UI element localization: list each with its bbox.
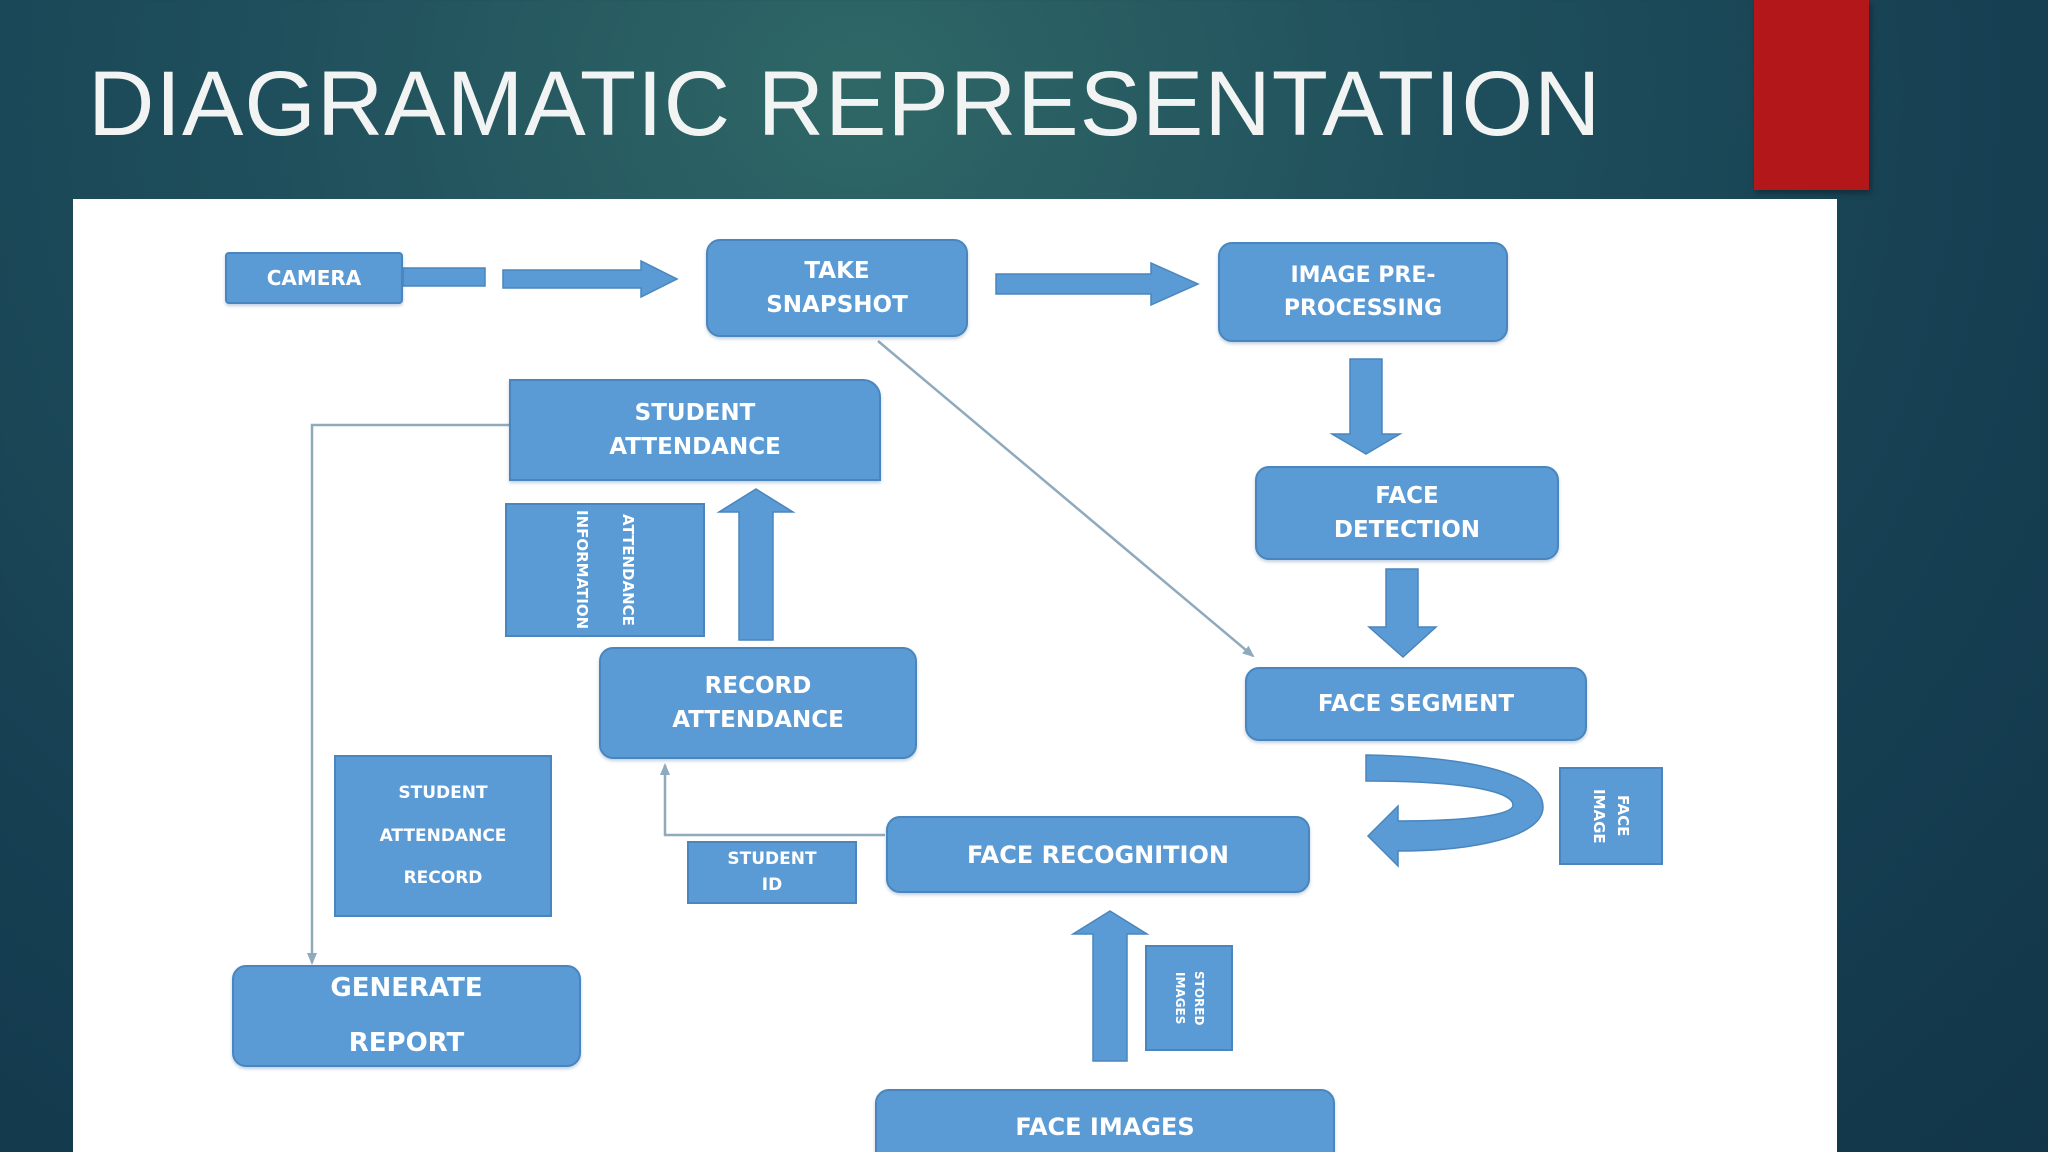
arrow-segment-to-recognition <box>1365 754 1544 868</box>
arrow-camera-to-snapshot <box>502 259 679 299</box>
take-snapshot-label: TAKE SNAPSHOT <box>766 257 908 319</box>
arrow-snapshot-to-preprocessing <box>995 261 1200 307</box>
student-attendance-record-box: STUDENT ATTENDANCE RECORD <box>334 755 552 917</box>
arrow-snapshot-to-segment <box>877 340 1255 658</box>
stored-images-text: STORED IMAGES <box>1173 970 1207 1026</box>
record-attendance-node: RECORD ATTENDANCE <box>599 647 917 759</box>
image-preprocessing-label: IMAGE PRE- PROCESSING <box>1283 263 1443 321</box>
camera-node: CAMERA <box>225 252 403 304</box>
take-snapshot-node: TAKE SNAPSHOT <box>706 239 968 337</box>
student-attendance-label: STUDENT ATTENDANCE <box>609 399 781 461</box>
arrow-faceimages-to-recognition <box>1070 910 1150 1062</box>
accent-bar <box>1754 0 1869 190</box>
information-text: INFORMATION <box>573 510 591 630</box>
diagram-canvas: CAMERA TAKE SNAPSHOT IMAGE PRE- PROCESSI… <box>73 199 1837 1152</box>
face-image-text: FACE IMAGE <box>1590 788 1632 844</box>
student-id-text: STUDENT ID <box>727 849 817 895</box>
camera-connector <box>402 267 486 287</box>
face-images-label: FACE IMAGES <box>1015 1113 1195 1141</box>
face-recognition-label: FACE RECOGNITION <box>967 840 1229 869</box>
face-segment-label: FACE SEGMENT <box>1317 690 1515 717</box>
camera-label: CAMERA <box>266 266 362 290</box>
face-image-box: FACE IMAGE <box>1559 767 1663 865</box>
student-id-box: STUDENT ID <box>687 841 857 904</box>
arrow-student-attendance-to-report <box>307 423 509 965</box>
image-preprocessing-node: IMAGE PRE- PROCESSING <box>1218 242 1508 342</box>
generate-report-label: GENERATE REPORT <box>330 973 483 1058</box>
arrow-recognition-to-record <box>660 763 885 837</box>
arrow-detection-to-segment <box>1367 568 1438 659</box>
attendance-text: ATTENDANCE <box>619 514 637 626</box>
slide-title: DIAGRAMATIC REPRESENTATION <box>88 53 1602 155</box>
arrow-record-to-student-attendance <box>716 488 796 641</box>
attendance-information-label-box: ATTENDANCE INFORMATION <box>505 503 705 637</box>
face-recognition-node: FACE RECOGNITION <box>886 816 1310 893</box>
student-attendance-record-text: STUDENT ATTENDANCE RECORD <box>379 783 507 889</box>
stored-images-box: STORED IMAGES <box>1145 945 1233 1051</box>
generate-report-node: GENERATE REPORT <box>232 965 581 1067</box>
arrow-preprocessing-to-detection <box>1329 358 1403 455</box>
face-images-node: FACE IMAGES <box>875 1089 1335 1152</box>
student-attendance-node: STUDENT ATTENDANCE <box>509 379 881 481</box>
face-segment-node: FACE SEGMENT <box>1245 667 1587 741</box>
record-attendance-label: RECORD ATTENDANCE <box>672 672 844 734</box>
face-detection-label: FACE DETECTION <box>1333 482 1481 544</box>
connector-layer <box>307 259 1544 1062</box>
face-detection-node: FACE DETECTION <box>1255 466 1559 560</box>
